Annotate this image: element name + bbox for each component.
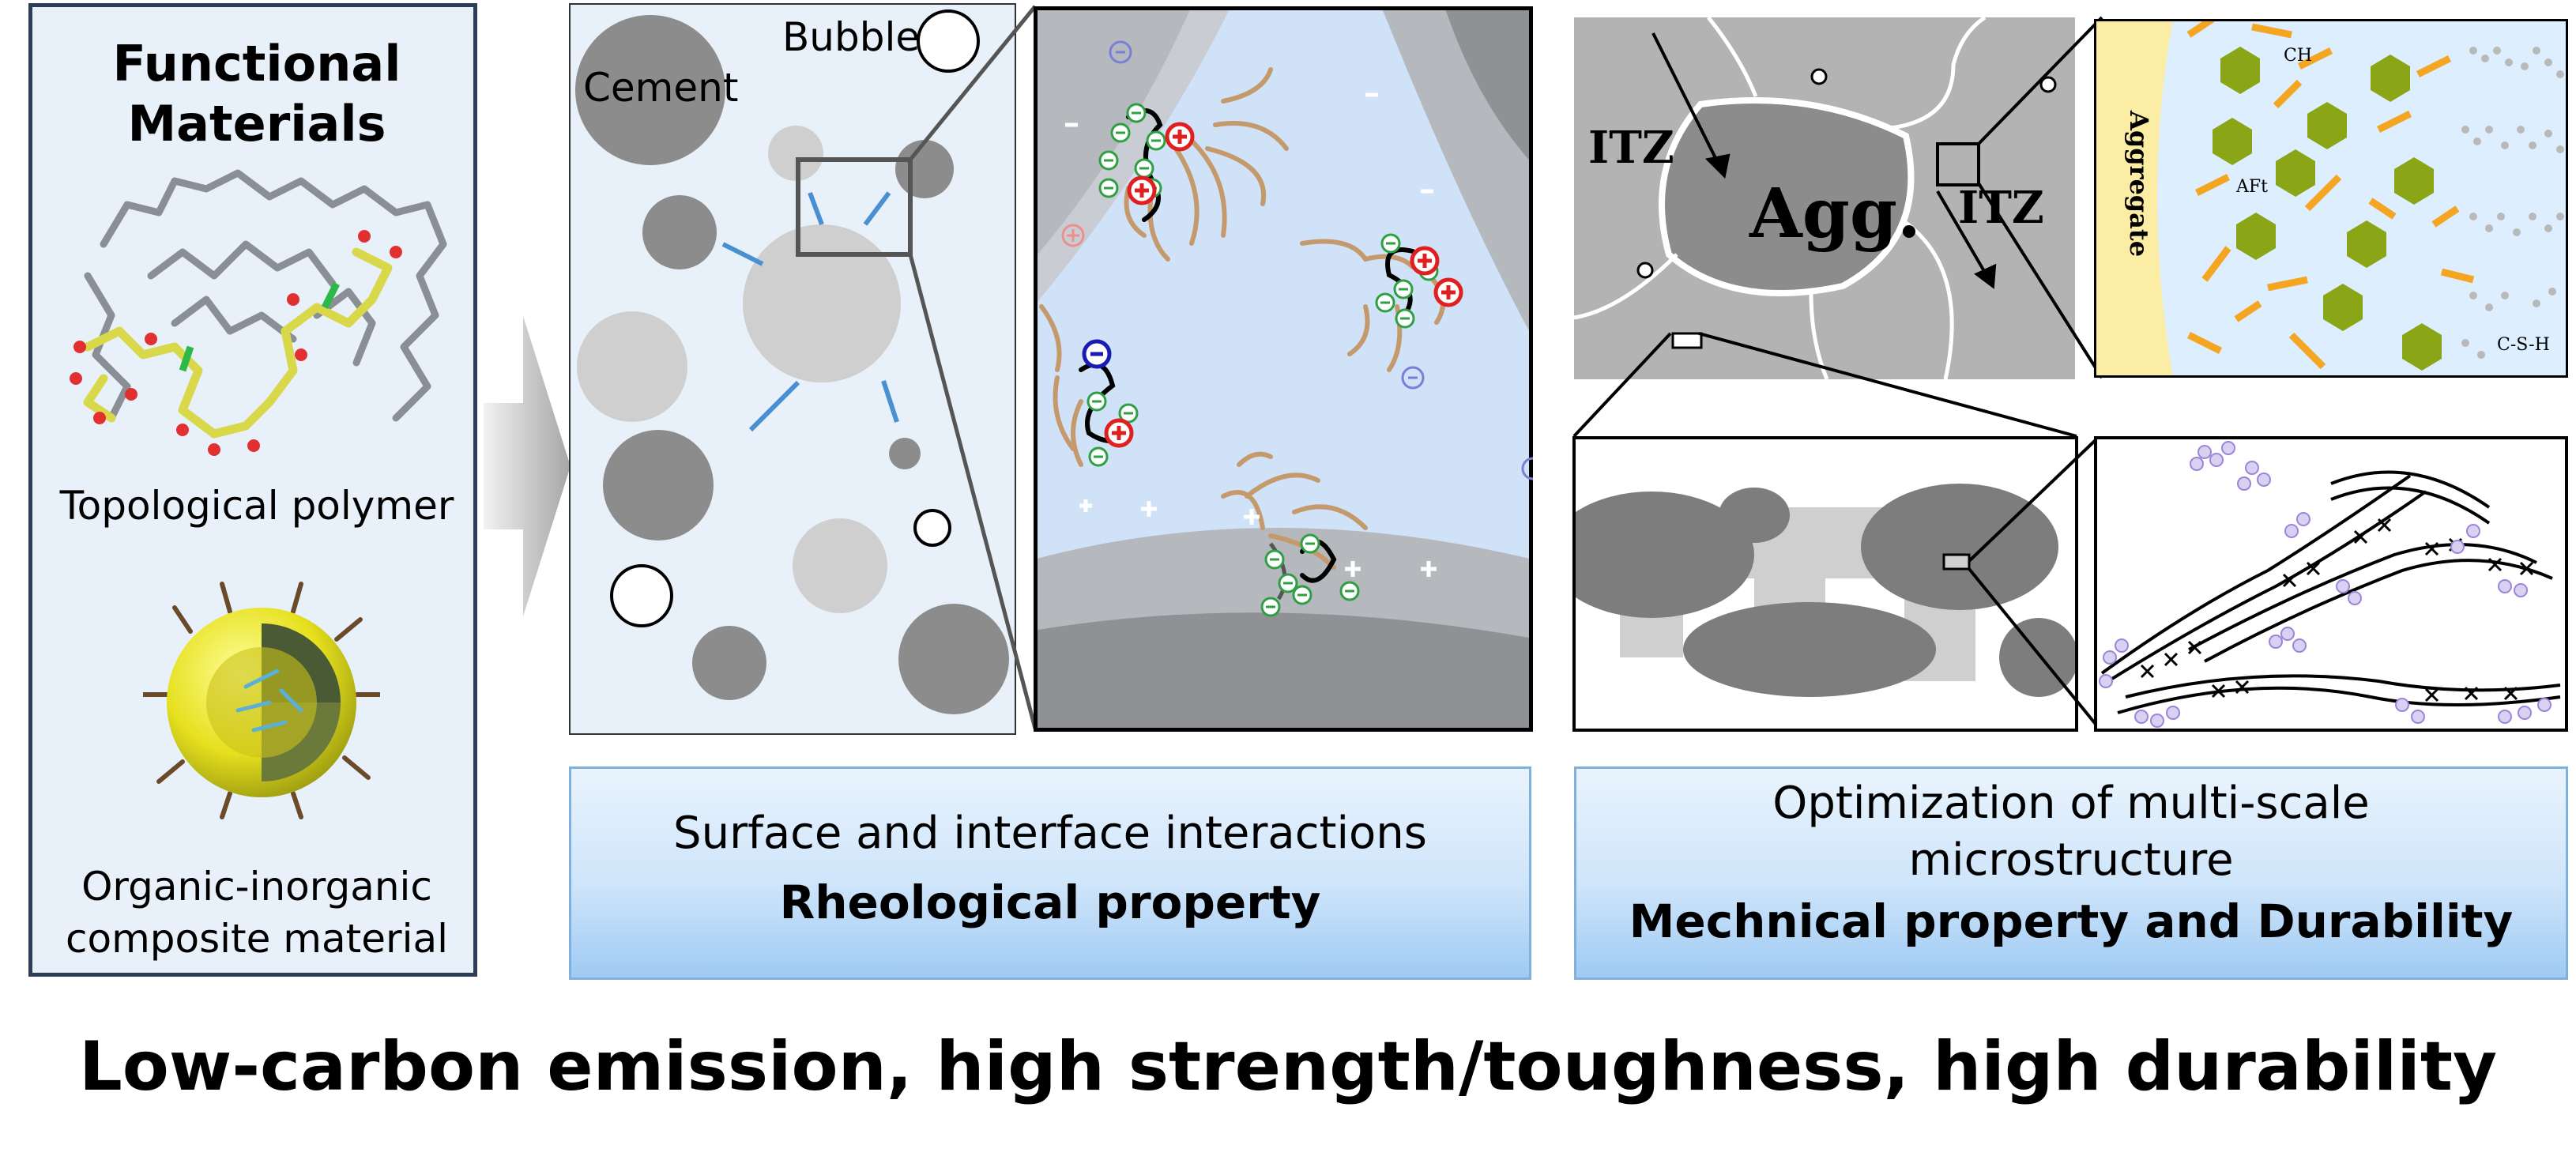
itz-aggregate-panel [1574, 17, 2075, 379]
composite-sphere-illustration [143, 582, 380, 819]
label-ch: CH [2284, 46, 2313, 66]
cement-particles-panel [569, 3, 1016, 735]
fiber-network-panel [2094, 436, 2568, 732]
itz-zoom-connectors [1977, 16, 2103, 379]
label-cement: Cement [583, 65, 739, 111]
label-csh: C-S-H [2497, 335, 2550, 355]
label-itz-left: ITZ [1588, 122, 1674, 174]
caption-composite-material: Organic-inorganic composite material [65, 864, 448, 962]
caption-topological-polymer: Topological polymer [59, 483, 454, 529]
optimization-text: Optimization of multi-scale microstructu… [1772, 778, 2370, 886]
label-aft: AFt [2236, 177, 2268, 197]
microstructure-panel [1572, 332, 2078, 732]
surface-interface-text: Surface and interface interactions [673, 808, 1427, 859]
functional-materials-panel: Functional Materials Topological polymer [28, 3, 477, 977]
hydration-products-panel [2094, 19, 2568, 378]
functional-materials-title: Functional Materials [112, 35, 401, 153]
mechanical-durability-text: Mechnical property and Durability [1629, 894, 2514, 948]
interface-zoom-panel [1034, 6, 1533, 732]
topological-polymer-illustration [70, 169, 447, 456]
microstructure-summary-box: Optimization of multi-scale microstructu… [1574, 766, 2568, 980]
rheological-property-text: Rheological property [779, 876, 1321, 929]
rheology-summary-box: Surface and interface interactions Rheol… [569, 766, 1531, 980]
label-agg: Agg. [1749, 174, 1921, 254]
flow-arrow-icon [484, 316, 571, 616]
fiber-zoom-connectors [1968, 436, 2100, 729]
footer-title: Low-carbon emission, high strength/tough… [78, 1027, 2497, 1106]
label-aggregate: Aggregate [2124, 111, 2154, 258]
zoom-connector-lines [908, 5, 1038, 729]
label-itz-right: ITZ [1958, 182, 2044, 234]
label-bubble: Bubble [782, 14, 921, 60]
